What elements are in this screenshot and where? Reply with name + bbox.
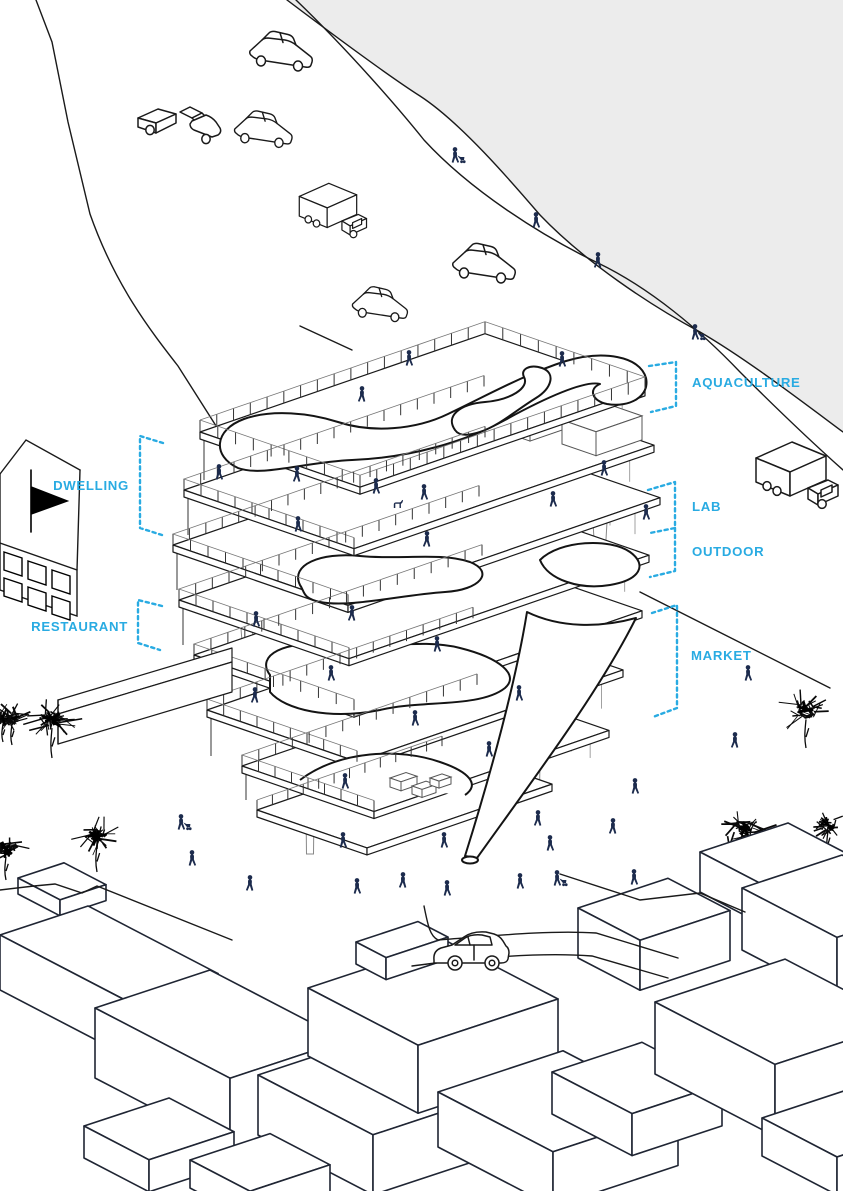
plaza-edge-line [639,591,831,689]
promenade-edge [295,0,843,471]
person-with-stroller-icon [554,870,568,886]
car-icon [249,30,313,72]
flag-building [0,439,81,621]
person-with-stroller-icon [178,814,192,830]
person-with-stroller-icon [452,147,466,163]
windows [3,551,71,621]
street [411,905,679,979]
label-lab: LAB OUTDOOR [646,480,764,579]
annotations: AQUACULTURE DWELLING LAB OUTDOOR RESTAUR… [31,360,801,719]
person-icon [443,880,452,896]
coastline [286,0,843,433]
person-icon [608,818,617,834]
tree-icon [0,704,19,743]
person-icon [730,732,739,748]
tree-icon [71,816,119,873]
person-icon [533,810,542,826]
person-icon [245,875,254,891]
car-icon [233,110,293,149]
person-icon [353,878,362,894]
dwelling-label: DWELLING [53,478,129,493]
label-dwelling: DWELLING [53,434,165,537]
person-icon [744,665,753,681]
ground-ramp-line [299,325,353,351]
road-left-edge [35,0,259,493]
person-icon [440,832,449,848]
market-label: MARKET [691,648,752,663]
person-icon [398,872,407,888]
water-area [286,0,843,433]
tree-icon [23,699,83,759]
label-restaurant: RESTAURANT [31,598,164,652]
lab-label: LAB [692,499,721,514]
person-icon [516,873,525,889]
label-market: MARKET [650,603,752,719]
restaurant-label: RESTAURANT [31,619,128,634]
aquaculture-label: AQUACULTURE [692,375,801,390]
box-truck-icon [298,182,368,239]
car-icon [433,931,510,971]
person-icon [630,869,639,885]
pickup-truck-icon [137,106,222,145]
bridge-walkway [57,647,233,745]
label-aquaculture: AQUACULTURE [647,360,801,414]
box-truck-icon [755,441,839,510]
person-icon [546,835,555,851]
flag-icon [30,469,70,533]
roads [35,0,843,689]
car-icon [351,286,409,323]
tree-icon [0,837,30,881]
person-icon [631,778,640,794]
person-icon [188,850,197,866]
outdoor-label: OUTDOOR [692,544,764,559]
tower-building [171,321,661,865]
car-icon [452,242,516,284]
tree-icon [778,689,829,749]
tree-icon [813,812,843,853]
city-blocks [0,822,843,1191]
